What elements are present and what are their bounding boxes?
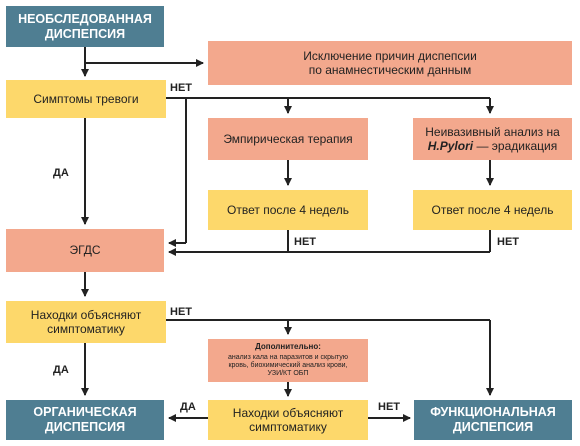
findings-yes-label: ДА (53, 364, 69, 376)
empiric-therapy-box: Эмпирическая терапия (208, 118, 368, 160)
organic-line-1: ОРГАНИЧЕСКАЯ (33, 405, 137, 419)
hpylori-name: H.Pylori (427, 139, 474, 153)
uninvestigated-dyspepsia-box: НЕОБСЛЕДОВАННАЯ ДИСПЕПСИЯ (6, 6, 164, 47)
hpylori-eradication: — эрадикация (473, 139, 558, 153)
organic-dyspepsia-box: ОРГАНИЧЕСКАЯ ДИСПЕПСИЯ (6, 400, 164, 440)
empiric-therapy-label: Эмпирическая терапия (223, 131, 353, 146)
egds-label: ЭГДС (69, 243, 101, 258)
functional-dyspepsia-box: ФУНКЦИОНАЛЬНАЯ ДИСПЕПСИЯ (414, 400, 572, 440)
findings-top-box: Находки объясняют симптоматику (6, 301, 166, 343)
response-left-label: Ответ после 4 недель (227, 202, 349, 217)
additional-line-2: кровь, биохимический анализ крови, (228, 362, 348, 370)
organic-line-2: ДИСПЕПСИЯ (44, 420, 126, 434)
findings-top-line-1: Находки объясняют (30, 307, 142, 322)
alarm-no-label: НЕТ (170, 82, 192, 94)
hpylori-box: Неивазивный анализ на H.Pylori — эрадика… (413, 118, 572, 160)
exclusion-line-2: по анамнестическим данным (308, 63, 472, 77)
alarm-yes-label: ДА (53, 167, 69, 179)
exclusion-line-1: Исключение причин диспепсии (303, 48, 477, 63)
functional-line-2: ДИСПЕПСИЯ (452, 420, 534, 434)
additional-line-3: УЗИ/КТ ОБП (267, 370, 309, 378)
findings-bottom-box: Находки объясняют симптоматику (208, 400, 368, 440)
hpylori-line-2: H.Pylori — эрадикация (425, 139, 560, 153)
findings-no-label: НЕТ (170, 306, 192, 318)
functional-line-1: ФУНКЦИОНАЛЬНАЯ (430, 405, 556, 419)
response-left-no-label: НЕТ (294, 236, 316, 248)
bottom-yes-label: ДА (180, 401, 196, 413)
hpylori-line-1: Неивазивный анализ на (425, 124, 560, 139)
alarm-symptoms-box: Симптомы тревоги (6, 80, 166, 118)
egds-box: ЭГДС (6, 229, 164, 272)
additional-title: Дополнительно: (255, 342, 321, 352)
alarm-symptoms-label: Симптомы тревоги (33, 91, 139, 106)
response-right-label: Ответ после 4 недель (431, 202, 554, 217)
exclusion-box: Исключение причин диспепсии по анамнести… (208, 41, 572, 85)
response-right-no-label: НЕТ (497, 236, 519, 248)
additional-tests-box: Дополнительно: анализ кала на паразитов … (208, 339, 368, 382)
response-right-box: Ответ после 4 недель (413, 190, 572, 230)
uninvestigated-line-1: НЕОБСЛЕДОВАННАЯ (18, 11, 152, 26)
findings-top-line-2: симптоматику (47, 322, 125, 336)
findings-bottom-line-2: симптоматику (249, 420, 327, 434)
response-left-box: Ответ после 4 недель (208, 190, 368, 230)
additional-line-1: анализ кала на паразитов и скрытую (227, 353, 349, 361)
uninvestigated-line-2: ДИСПЕПСИЯ (44, 26, 126, 41)
findings-bottom-line-1: Находки объясняют (232, 405, 344, 420)
bottom-no-label: НЕТ (378, 401, 400, 413)
